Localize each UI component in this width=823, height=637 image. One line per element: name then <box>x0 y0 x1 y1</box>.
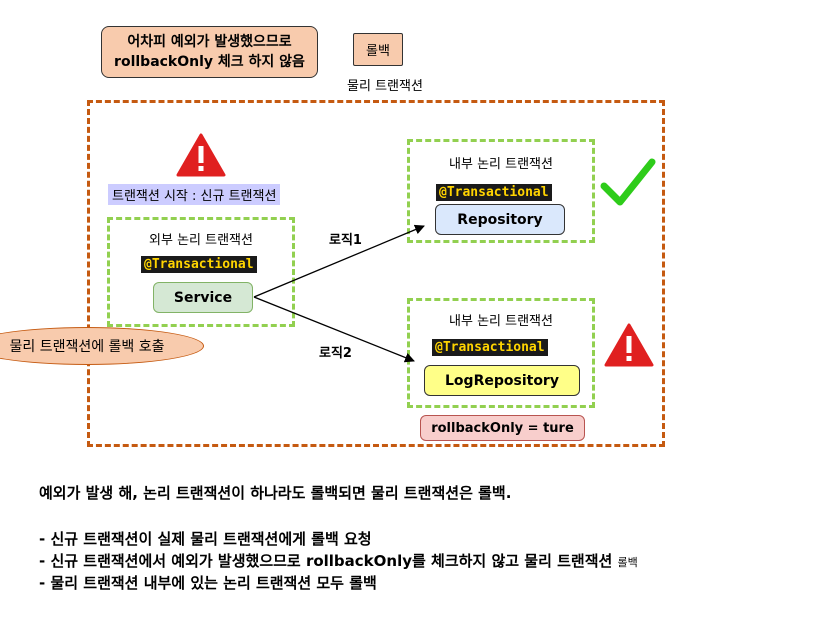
summary-bullet-3: - 물리 트랜잭션 내부에 있는 논리 트랜잭션 모두 롤백 <box>39 574 377 592</box>
log-repository-component: LogRepository <box>424 365 580 396</box>
outer-logical-frame <box>107 217 295 327</box>
logic1-label: 로직1 <box>329 233 362 248</box>
summary-bullet-2-small: 롤백 <box>617 556 638 569</box>
inner-logical-frame-1 <box>407 139 595 243</box>
service-component: Service <box>153 282 253 313</box>
arrow-logic1 <box>253 224 425 298</box>
transactional-annotation: @Transactional <box>436 184 552 201</box>
rollback-box: 롤백 <box>353 33 403 66</box>
warning-icon <box>176 133 226 177</box>
inner-logical-label-2: 내부 논리 트랜잭션 <box>449 314 553 329</box>
physical-transaction-label: 물리 트랜잭션 <box>347 79 423 94</box>
outer-logical-label: 외부 논리 트랜잭션 <box>149 233 253 248</box>
summary-bullet-2-text: - 신규 트랜잭션에서 예외가 발생했으므로 rollbackOnly를 체크하… <box>39 552 613 570</box>
inner-annotation-tag-2: @Transactional <box>432 336 548 356</box>
rollback-call-ellipse: 물리 트랜잭션에 롤백 호출 <box>0 327 204 365</box>
outer-annotation-tag: @Transactional <box>141 253 257 273</box>
logic2-label: 로직2 <box>319 346 352 361</box>
summary-bullet-2: - 신규 트랜잭션에서 예외가 발생했으므로 rollbackOnly를 체크하… <box>39 550 638 571</box>
inner-logical-label-1: 내부 논리 트랜잭션 <box>449 157 553 172</box>
transactional-annotation: @Transactional <box>432 339 548 356</box>
repository-component: Repository <box>435 204 565 235</box>
rollback-call-label: 물리 트랜잭션에 롤백 호출 <box>9 339 165 355</box>
start-annotation: 트랜잭션 시작 : 신규 트랜잭션 <box>108 184 281 205</box>
top-note-line2: rollbackOnly 체크 하지 않음 <box>114 54 305 70</box>
check-icon <box>600 158 656 206</box>
inner-annotation-tag-1: @Transactional <box>436 181 552 201</box>
physical-transaction-frame <box>87 100 665 447</box>
top-note-line1: 어차피 예외가 발생했으므로 <box>127 34 292 50</box>
warning-icon <box>604 323 654 367</box>
top-note: 어차피 예외가 발생했으므로 rollbackOnly 체크 하지 않음 <box>101 26 318 78</box>
summary-headline: 예외가 발생 해, 논리 트랜잭션이 하나라도 롤백되면 물리 트랜잭션은 롤백… <box>39 484 512 502</box>
rollback-only-flag: rollbackOnly = ture <box>420 415 585 441</box>
inner-logical-frame-2 <box>407 298 595 408</box>
transactional-annotation: @Transactional <box>141 256 257 273</box>
summary-bullet-1: - 신규 트랜잭션이 실제 물리 트랜잭션에게 롤백 요청 <box>39 530 372 548</box>
arrow-logic2 <box>253 296 415 363</box>
